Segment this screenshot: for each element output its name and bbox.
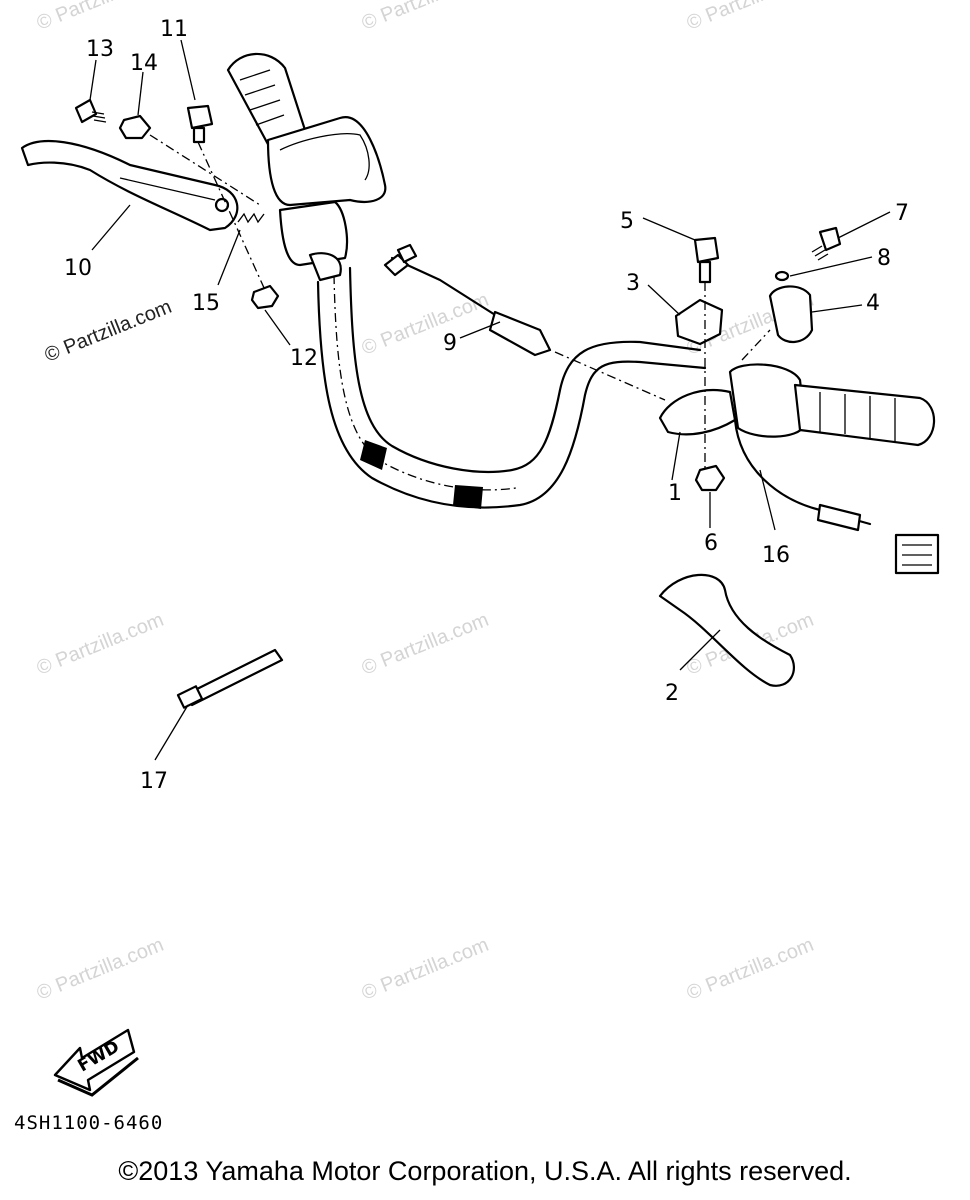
callout-13: 13: [86, 37, 114, 62]
part-6-nut: [694, 464, 726, 492]
watermark: © Partzilla.com: [359, 934, 492, 1005]
callout-16: 16: [762, 543, 790, 568]
callout-4: 4: [866, 291, 880, 316]
part-3-bracket: [674, 298, 724, 346]
part-4-clamp: [768, 285, 814, 343]
watermark: © Partzilla.com: [34, 934, 167, 1005]
callout-10: 10: [64, 256, 92, 281]
callouts: 1 2 3 4 5 6 7 8 9 10 11 12 13 14 15 16 1…: [64, 17, 909, 794]
callout-2: 2: [665, 681, 679, 706]
callout-3: 3: [626, 271, 640, 296]
callout-11: 11: [160, 17, 188, 42]
copyright-notice: ©2013 Yamaha Motor Corporation, U.S.A. A…: [118, 1156, 852, 1186]
part-2-right-lever: [658, 573, 796, 687]
part-12-nut: [250, 284, 280, 310]
leader-lines: [89, 39, 891, 761]
left-master-cylinder: [266, 116, 387, 282]
handlebar: [316, 266, 707, 509]
part-5-bolt: [693, 236, 720, 284]
watermark: © Partzilla.com: [684, 934, 817, 1005]
callout-7: 7: [895, 201, 909, 226]
part-16-wire-harness: [733, 418, 940, 575]
callout-17: 17: [140, 769, 168, 794]
part-17-cable-tie: [176, 648, 284, 709]
reference-code: 4SH1100-6460: [14, 1112, 164, 1134]
callout-14: 14: [130, 51, 158, 76]
part-9-cable: [383, 243, 666, 401]
callout-5: 5: [620, 209, 634, 234]
watermark: © Partzilla.com: [359, 0, 492, 35]
callout-6: 6: [704, 531, 718, 556]
callout-1: 1: [668, 481, 682, 506]
callout-9: 9: [443, 331, 457, 356]
watermark: © Partzilla.com: [34, 0, 167, 35]
part-7-screw: [811, 226, 842, 261]
right-grip-assembly: [728, 363, 936, 447]
left-grip: [226, 52, 307, 150]
watermark: © Partzilla.com: [684, 0, 817, 35]
watermark: © Partzilla.com: [359, 609, 492, 680]
part-8-washer: [774, 270, 790, 282]
watermarks: © Partzilla.com © Partzilla.com © Partzi…: [34, 0, 817, 1005]
part-1-perch: [658, 388, 737, 436]
fwd-arrow-icon: FWD: [53, 1028, 139, 1097]
watermark-dark: © Partzilla.com: [42, 296, 175, 367]
part-14-nut: [118, 114, 152, 140]
callout-12: 12: [290, 346, 318, 371]
callout-8: 8: [877, 246, 891, 271]
callout-15: 15: [192, 291, 220, 316]
part-10-left-lever: [20, 139, 239, 232]
part-13-bolt: [74, 98, 107, 124]
part-15-spring: [237, 212, 265, 224]
watermark: © Partzilla.com: [34, 609, 167, 680]
part-11-bolt: [186, 104, 214, 144]
